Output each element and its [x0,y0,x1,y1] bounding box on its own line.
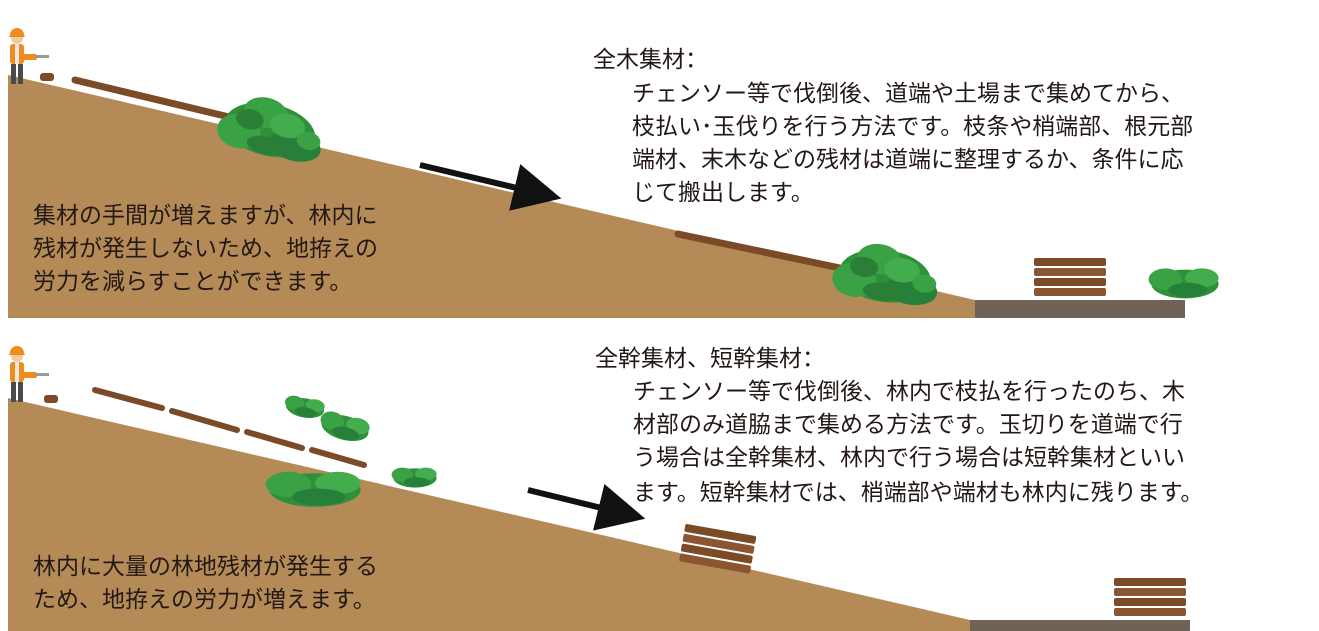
panel-1-description-line: チェンソー等で伐倒後、道端や土場まで集めてから、 [632,81,1184,107]
stump-icon [40,73,54,81]
slope-2 [8,398,970,631]
panel-1-description-line: 枝払い･玉伐りを行う方法です。枝条や梢端部、根元部 [632,114,1194,140]
panel-2-note-line: ため、地拵えの労力が増えます。 [33,587,376,613]
panel-1-description-line: じて搬出します。 [632,180,814,206]
arrow-icon [527,483,646,531]
panel-1-note-line: 集材の手間が増えますが、林内に [33,203,378,229]
panel-2-description-line: 材部のみ道脇まで集める方法です。玉切りを道端で行 [633,412,1183,438]
log-stack-icon [1114,578,1186,616]
panel-1-note-line: 残材が発生しないため、地拵えの [33,236,378,262]
panel-2-scene [8,346,1190,631]
panel-1-note-line: 労力を減らすことができます。 [33,269,353,295]
branches-icon [316,409,372,446]
log-stack-icon [1034,258,1106,296]
log-segment [309,447,367,468]
skidded-tree-trunk [674,230,844,272]
felled-tree-trunk-1 [71,76,254,126]
panel-2-description-line: ます。短幹集材では、梢端部や端材も林内に残ります。 [633,480,1204,506]
chainsaw-worker-icon [9,346,49,402]
branches-icon [282,394,326,421]
panel-1-description-line: 端材、末木などの残材は道端に整理するか、条件に応 [632,147,1184,173]
log-segment [169,408,240,433]
panel-2-title: 全幹集材、短幹集材： [595,346,825,372]
stump-icon [44,395,58,403]
arrow-icon [419,162,562,211]
log-segment [244,429,305,451]
panel-2-description-line: う場合は全幹集材、林内で行う場合は短幹集材といい [633,445,1185,471]
panel-1-scene [8,28,1219,318]
log-segment [92,387,165,411]
road-2 [970,620,1190,631]
slash-pile-icon [1148,268,1219,299]
panel-2-description-line: チェンソー等で伐倒後、林内で枝払を行ったのち、木 [633,379,1185,405]
panel-2-note-line: 林内に大量の林地残材が発生する [33,554,378,580]
panel-1-title: 全木集材： [593,47,708,73]
road-1 [975,300,1185,318]
branches-icon [391,467,437,488]
